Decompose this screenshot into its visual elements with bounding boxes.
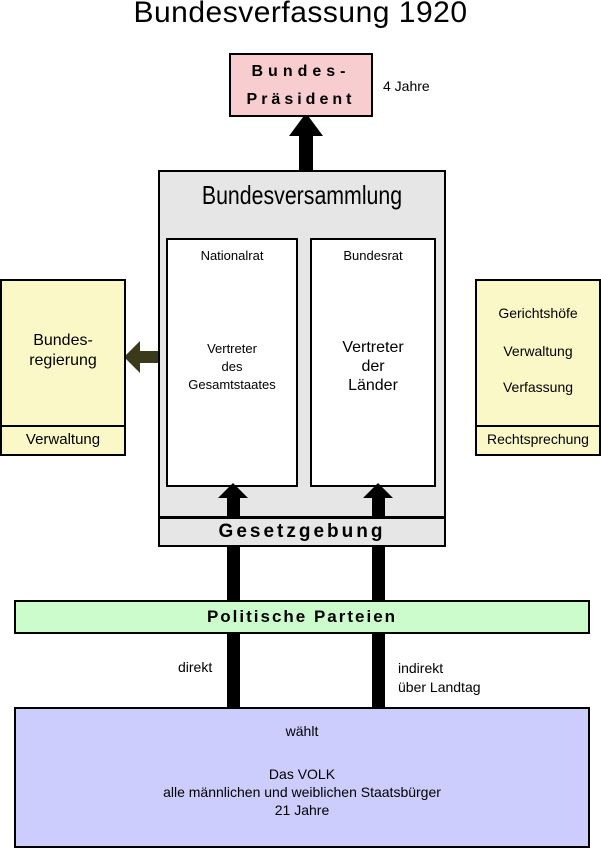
nationalrat-desc-line: des	[221, 359, 243, 374]
bundesrat-description: Vertreter der Länder	[312, 338, 434, 395]
government-name-line: regierung	[29, 352, 97, 369]
nationalrat-desc-line: Gesamtstaates	[188, 377, 276, 392]
bundesrat-desc-line: Länder	[348, 377, 398, 394]
indirect-label-line: indirekt	[398, 660, 444, 676]
judiciary-item: Verwaltung	[503, 343, 573, 359]
government-function: Verwaltung	[2, 425, 124, 454]
president-line1: Bundes-	[251, 63, 351, 80]
arrow-shaft-bundesrat-lower	[372, 547, 385, 600]
nationalrat-name: Nationalrat	[200, 248, 264, 263]
direct-election-label: direkt	[178, 659, 213, 675]
government-name-line: Bundes-	[33, 332, 93, 349]
page-title: Bundesverfassung 1920	[133, 0, 468, 29]
political-parties-bar: Politische Parteien	[14, 600, 590, 634]
people-line: alle männlichen und weiblichen Staatsbür…	[163, 784, 441, 800]
people-description: Das VOLK alle männlichen und weiblichen …	[16, 765, 588, 819]
president-line2: Präsident	[246, 91, 356, 108]
people-line: 21 Jahre	[274, 802, 330, 818]
arrow-shaft-nationalrat-lower	[227, 547, 240, 600]
president-term: 4 Jahre	[383, 78, 430, 94]
assembly-title: Bundesversammlung	[201, 180, 403, 210]
arrow-assembly-to-president	[289, 113, 323, 171]
judiciary-box: Gerichtshöfe Verwaltung Verfassung Recht…	[475, 279, 601, 456]
people-verb: wählt	[285, 723, 319, 739]
people-box: wählt Das VOLK alle männlichen und weibl…	[14, 707, 590, 848]
nationalrat-description: Vertreter des Gesamtstaates	[168, 340, 296, 394]
bundesrat-box: Bundesrat Vertreter der Länder	[310, 238, 436, 487]
arrow-shaft-nationalrat-bottom	[227, 634, 240, 708]
judiciary-item: Verfassung	[502, 379, 574, 395]
legislation-label: Gesetzgebung	[158, 517, 446, 547]
people-line: Das VOLK	[268, 766, 336, 782]
government-box: Bundes- regierung Verwaltung	[0, 279, 126, 456]
indirect-label-line: über Landtag	[398, 679, 481, 695]
government-name: Bundes- regierung	[2, 331, 124, 371]
bundesrat-name: Bundesrat	[343, 248, 403, 263]
bundesrat-desc-line: Vertreter	[342, 339, 404, 356]
judiciary-item: Gerichtshöfe	[498, 305, 578, 321]
judiciary-function: Rechtsprechung	[477, 425, 599, 454]
arrow-assembly-to-government	[124, 341, 159, 373]
nationalrat-desc-line: Vertreter	[207, 341, 257, 356]
president-box: Bundes- Präsident	[229, 53, 373, 117]
indirect-election-label: indirekt über Landtag	[398, 659, 481, 697]
arrow-shaft-bundesrat-bottom	[372, 634, 385, 708]
bundesrat-desc-line: der	[361, 358, 385, 375]
nationalrat-box: Nationalrat Vertreter des Gesamtstaates	[166, 238, 298, 487]
